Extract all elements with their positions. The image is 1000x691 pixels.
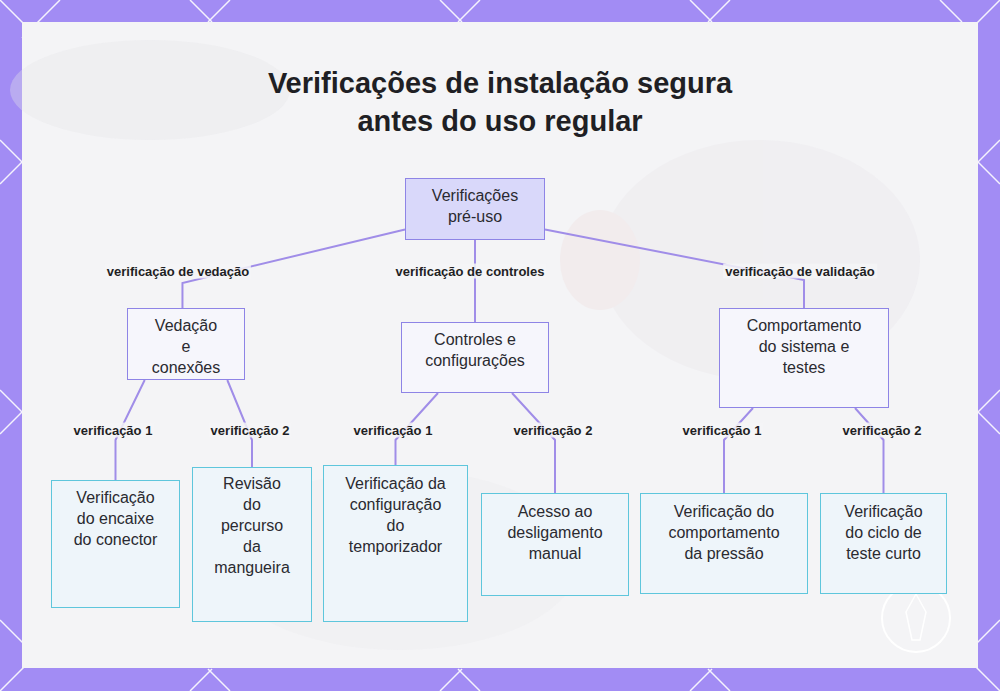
check-box: Verificação do ciclo de teste curto [820,493,947,594]
edge-label: verificação 1 [72,423,155,438]
check-box: Verificação do comportamento da pressão [640,493,808,594]
category-box: Controles e configurações [401,322,549,393]
check-box: Acesso ao desligamento manual [481,493,629,596]
edge-label: verificação de vedação [105,264,251,279]
blurred-photo [10,40,920,650]
node-text: Verificações pré-uso [419,185,531,227]
node-text: Revisão do percurso da mangueira [212,473,292,578]
diagram-title: Verificações de instalação segura antes … [240,64,760,140]
node-text: Vedação e conexões [151,315,221,378]
check-box: Verificação do encaixe do conector [51,480,180,608]
root-box: Verificações pré-uso [405,178,545,240]
node-text: Acesso ao desligamento manual [499,501,611,564]
edge-label: verificação 2 [512,423,595,438]
connector-line [855,408,884,493]
node-text: Verificação do ciclo de teste curto [834,501,934,564]
node-text: Comportamento do sistema e testes [738,315,870,378]
node-text: Verificação do comportamento da pressão [659,501,789,564]
logo-mark [906,594,926,640]
edge-label: verificação 1 [681,423,764,438]
edge-label: verificação 1 [352,423,435,438]
edge-label: verificação 2 [841,423,924,438]
category-box: Vedação e conexões [127,308,245,380]
category-box: Comportamento do sistema e testes [719,308,889,408]
edge-label: verificação de validação [723,264,877,279]
edge-label: verificação 2 [209,423,292,438]
connector-line [474,240,476,322]
logo-circle [882,584,950,652]
node-text: Controles e configurações [416,329,534,371]
check-box: Revisão do percurso da mangueira [192,467,312,622]
node-text: Verificação do encaixe do conector [68,487,164,550]
connector-line [512,393,555,493]
node-text: Verificação da configuração do temporiza… [344,473,448,557]
connector-line [724,408,753,493]
edge-label: verificação de controles [394,264,547,279]
check-box: Verificação da configuração do temporiza… [323,465,468,622]
